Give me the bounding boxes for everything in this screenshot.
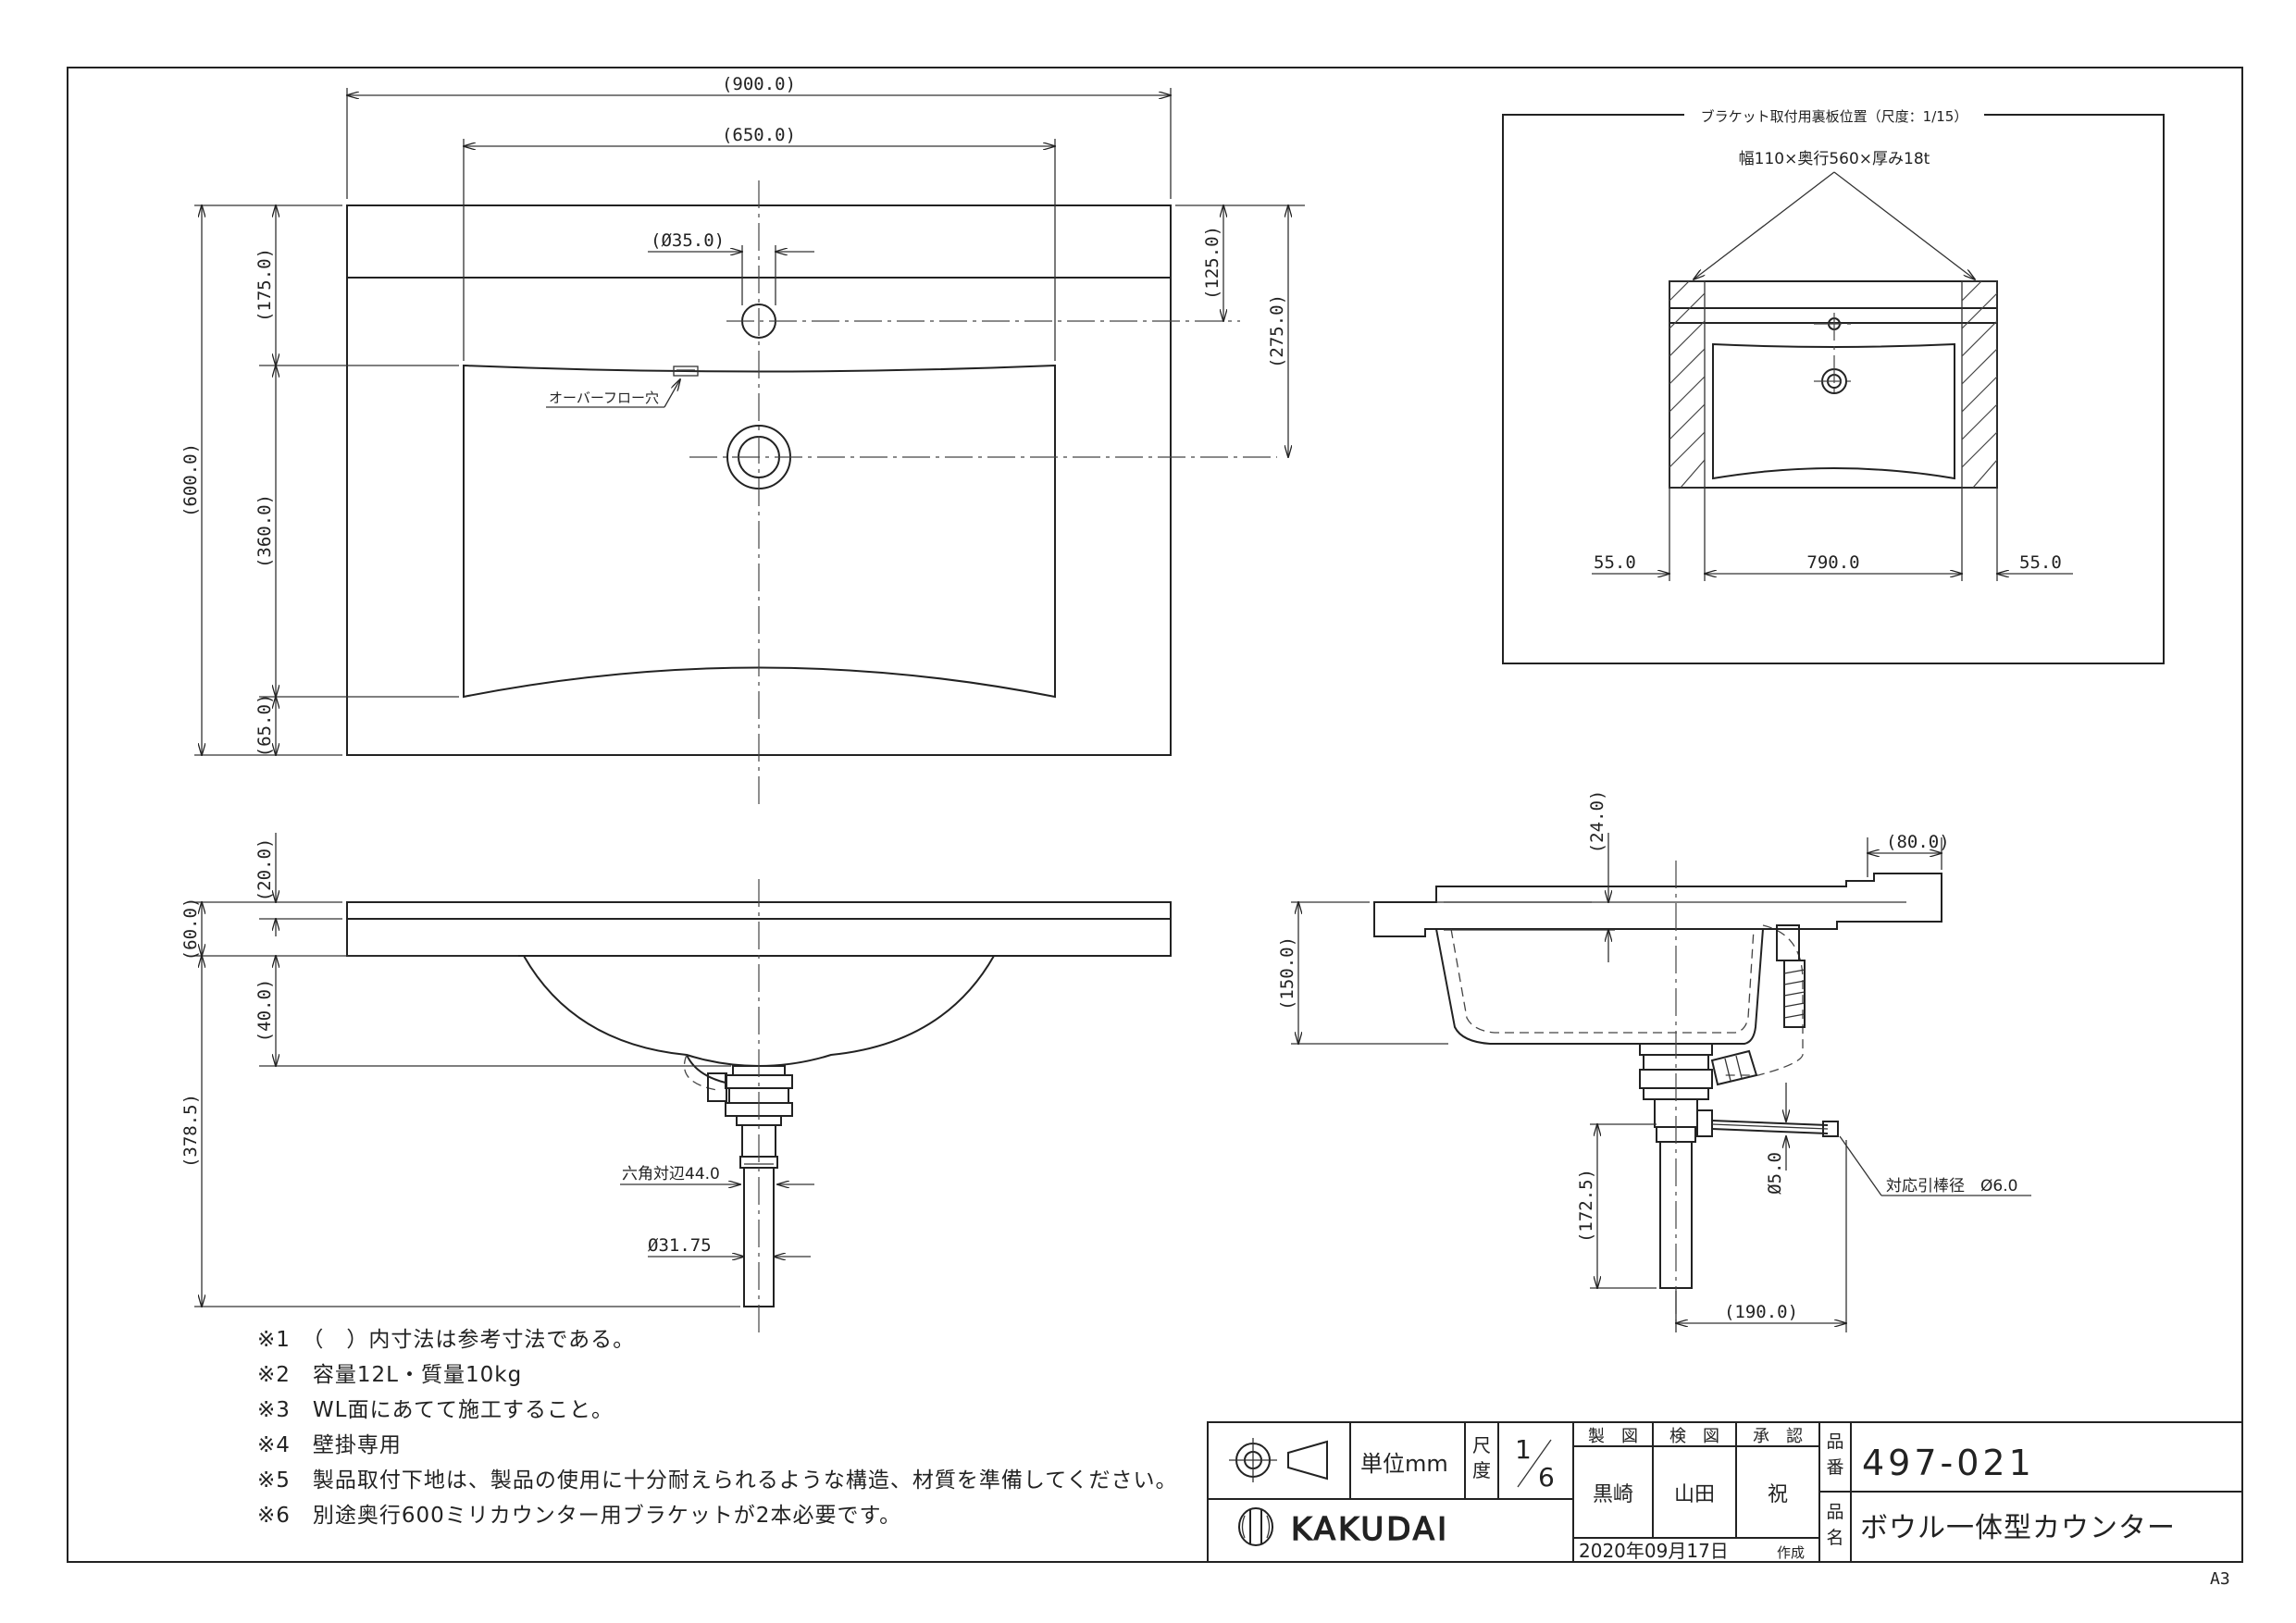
note-1: ※1 （ ）内寸法は参考寸法である。 [257, 1328, 635, 1352]
created-label: 作成 [1777, 1544, 1805, 1561]
note-5: ※5 製品取付下地は、製品の使用に十分耐えられるような構造、材質を準備してくださ… [257, 1468, 1178, 1493]
detail-counter [1669, 280, 1998, 489]
detail-frame [1502, 114, 2165, 664]
part-name: ボウル一体型カウンター [1860, 1512, 2176, 1544]
unit-label: 単位mm [1360, 1451, 1448, 1477]
drawing-border [67, 67, 2243, 1563]
note-3: ※3 WL面にあてて施工すること。 [257, 1398, 614, 1422]
part-no-label-2: 番 [1826, 1457, 1843, 1478]
board-spec: 幅110×奥行560×厚み18t [1739, 150, 1930, 168]
detail-dim-left: 55.0 [1594, 552, 1636, 573]
counter-side [1373, 873, 1942, 937]
drawing-date: 2020年09月17日 [1579, 1540, 1729, 1562]
side-view: (150.0) (24.0) (80.0) (172.5) Ø5.0 (190.… [1277, 790, 2031, 1332]
dim-24: (24.0) [1587, 790, 1607, 854]
detail-title: ブラケット取付用裏板位置（尺度：1/15） [1701, 108, 1968, 125]
approve-by: 祝 [1768, 1483, 1788, 1506]
overflow-label: オーバーフロー穴 [549, 390, 659, 406]
check-label: 検 図 [1669, 1427, 1719, 1446]
bowl-side [1435, 928, 1764, 1045]
note-6: ※6 別途奥行600ミリカウンター用ブラケットが2本必要です。 [257, 1504, 901, 1528]
kakudai-logo-icon [1238, 1507, 1273, 1546]
check-by: 山田 [1674, 1483, 1715, 1506]
dim-20: (20.0) [254, 838, 275, 902]
detail-dim-center: 790.0 [1806, 552, 1859, 573]
bracket-detail: ブラケット取付用裏板位置（尺度：1/15） 幅110×奥行560×厚み18t [1502, 105, 2165, 664]
scale-num: 1 [1515, 1434, 1532, 1465]
note-4: ※4 壁掛専用 [257, 1433, 402, 1457]
dim-275: (275.0) [1267, 294, 1287, 368]
part-name-label-1: 品 [1826, 1502, 1843, 1522]
dim-650: (650.0) [722, 125, 796, 145]
dim-600: (600.0) [180, 443, 201, 517]
dim-pipe: Ø31.75 [648, 1235, 712, 1256]
part-name-label-2: 名 [1826, 1528, 1843, 1548]
scale-label-1: 尺 [1472, 1434, 1491, 1456]
dim-175: (175.0) [254, 248, 275, 322]
detail-dim-right: 55.0 [2019, 552, 2062, 573]
overflow-hole [673, 365, 699, 377]
dim-tap-hole: (Ø35.0) [651, 230, 725, 251]
scale-den: 6 [1538, 1462, 1555, 1493]
front-view: (20.0) (60.0) (40.0) (378.5) 六角対辺44.0 Ø3… [180, 833, 1172, 1337]
dim-172: (172.5) [1576, 1169, 1596, 1243]
dim-80: (80.0) [1886, 832, 1950, 852]
dim-360: (360.0) [254, 494, 275, 568]
dim-190: (190.0) [1724, 1302, 1798, 1322]
dim-65: (65.0) [254, 694, 275, 758]
top-view: (900.0) (650.0) (Ø35.0) (600.0) (175.0) … [180, 74, 1305, 805]
bowl-outline-top [463, 364, 1056, 699]
brand-name: KAKUDAI [1291, 1511, 1449, 1548]
dim-900: (900.0) [722, 74, 796, 94]
made-by: 黒崎 [1593, 1483, 1633, 1506]
note-2: ※2 容量12L・質量10kg [257, 1363, 522, 1387]
board-hatch-left [1669, 280, 1706, 489]
dim-40: (40.0) [254, 979, 275, 1043]
part-no-label-1: 品 [1826, 1431, 1843, 1452]
approve-label: 承 認 [1753, 1427, 1803, 1446]
board-hatch-right [1961, 280, 1998, 489]
wire-label: 対応引棒径 Ø6.0 [1886, 1177, 2017, 1196]
dim-125: (125.0) [1202, 226, 1222, 300]
title-block: 単位mm 尺 度 1 6 製 図 検 図 承 認 黒崎 山田 祝 2020年09… [1207, 1421, 2243, 1563]
projection-symbol-icon [1229, 1438, 1328, 1482]
part-number: 497-021 [1862, 1443, 2035, 1483]
made-label: 製 図 [1588, 1427, 1638, 1446]
dim-60: (60.0) [180, 898, 201, 961]
paper-size: A3 [2210, 1569, 2230, 1589]
dim-hex: 六角対辺44.0 [622, 1165, 720, 1183]
dim-378: (378.5) [180, 1094, 201, 1168]
notes: ※1 （ ）内寸法は参考寸法である。 ※2 容量12L・質量10kg ※3 WL… [257, 1328, 1178, 1528]
detail-bowl [1712, 342, 1955, 480]
scale-label-2: 度 [1472, 1459, 1491, 1481]
dim-150: (150.0) [1277, 936, 1297, 1010]
dim-rod-dia: Ø5.0 [1765, 1152, 1785, 1195]
